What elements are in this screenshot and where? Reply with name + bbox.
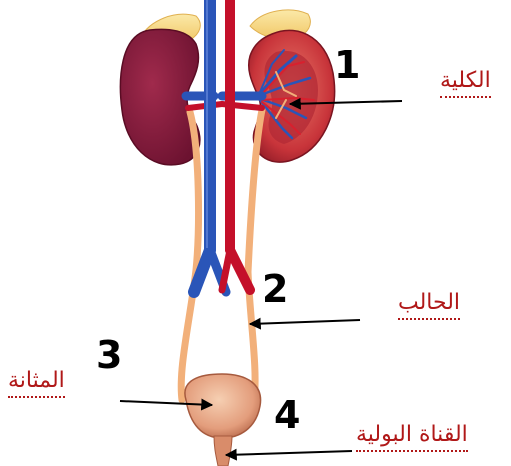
arrow-urethra — [226, 451, 352, 455]
urethra-tube — [214, 436, 232, 466]
arrow-ureter — [250, 320, 360, 324]
number-1: 1 — [334, 46, 360, 84]
label-bladder: المثانة — [8, 370, 65, 398]
number-2: 2 — [262, 270, 288, 308]
number-3: 3 — [96, 336, 122, 374]
label-kidney: الكلية — [440, 70, 491, 98]
aorta-branch — [222, 250, 230, 290]
label-ureter: الحالب — [398, 292, 460, 320]
number-4: 4 — [274, 396, 300, 434]
label-urethra: القناة البولية — [356, 424, 468, 452]
bladder — [185, 374, 261, 438]
